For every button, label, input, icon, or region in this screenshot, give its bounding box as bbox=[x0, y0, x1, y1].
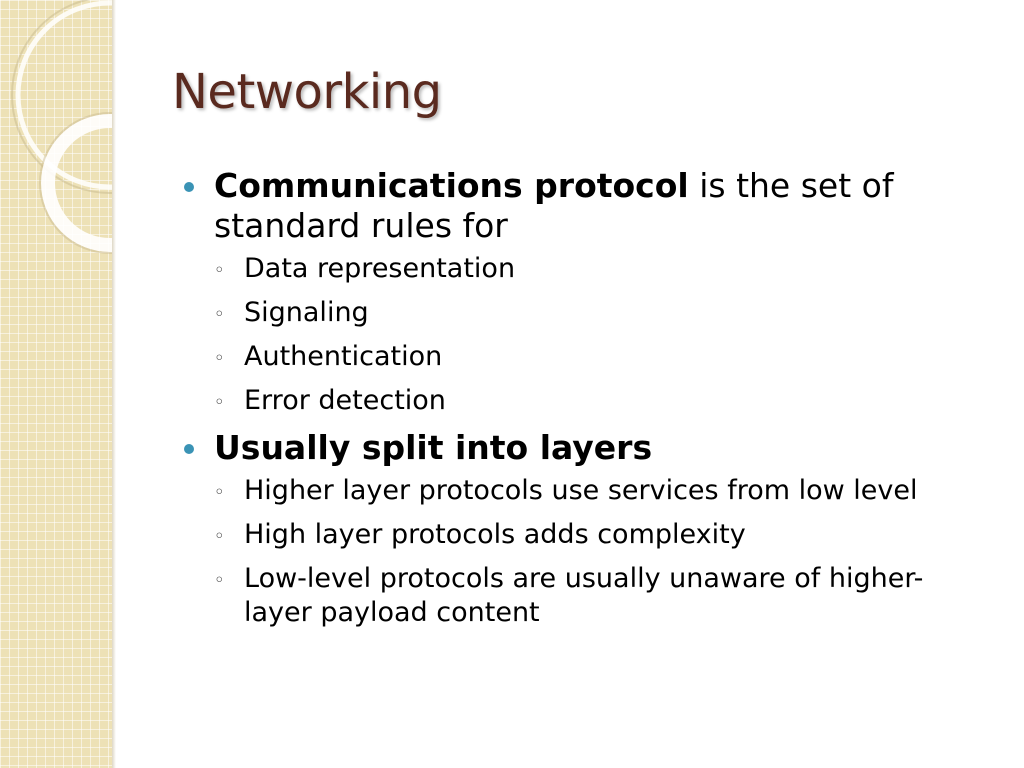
bullet-rest-text: is the set of standard rules for bbox=[214, 166, 894, 245]
bullet-bold-text: Communications protocol bbox=[214, 166, 689, 205]
sub-bullet-text: Authentication bbox=[244, 341, 443, 372]
sub-bullet-item: ◦ Higher layer protocols use services fr… bbox=[214, 474, 974, 508]
filled-circle-bullet-icon bbox=[184, 444, 194, 454]
sub-bullet-item: ◦ High layer protocols adds complexity bbox=[214, 518, 974, 552]
sub-bullet-text: Signaling bbox=[244, 297, 369, 328]
hollow-circle-bullet-icon: ◦ bbox=[214, 570, 225, 591]
sub-bullet-text: Error detection bbox=[244, 385, 446, 416]
sub-bullet-item: ◦ Authentication bbox=[214, 340, 974, 374]
sub-bullet-text: High layer protocols adds complexity bbox=[244, 519, 746, 550]
hollow-circle-bullet-icon: ◦ bbox=[214, 392, 225, 413]
sub-bullet-text: Data representation bbox=[244, 253, 516, 284]
filled-circle-bullet-icon bbox=[184, 182, 194, 192]
sub-bullet-item: ◦ Error detection bbox=[214, 384, 974, 418]
sub-bullet-list: ◦ Higher layer protocols use services fr… bbox=[184, 474, 974, 630]
slide-title: Networking bbox=[172, 64, 442, 120]
hollow-circle-bullet-icon: ◦ bbox=[214, 526, 225, 547]
bullet-bold-text: Usually split into layers bbox=[214, 428, 653, 467]
bullet-item: Usually split into layers bbox=[184, 428, 974, 468]
sub-bullet-text: Higher layer protocols use services from… bbox=[244, 475, 918, 506]
bullet-text: Usually split into layers bbox=[214, 428, 652, 467]
hollow-circle-bullet-icon: ◦ bbox=[214, 304, 225, 325]
sub-bullet-item: ◦ Signaling bbox=[214, 296, 974, 330]
slide-content: Communications protocol is the set of st… bbox=[184, 166, 974, 640]
bullet-item: Communications protocol is the set of st… bbox=[184, 166, 974, 246]
decorative-side-band bbox=[0, 0, 112, 768]
bullet-text: Communications protocol is the set of st… bbox=[214, 166, 893, 245]
hollow-circle-bullet-icon: ◦ bbox=[214, 348, 225, 369]
sub-bullet-text: Low-level protocols are usually unaware … bbox=[244, 563, 924, 628]
side-band-shadow bbox=[112, 0, 116, 768]
sub-bullet-list: ◦ Data representation ◦ Signaling ◦ Auth… bbox=[184, 252, 974, 418]
sub-bullet-item: ◦ Data representation bbox=[214, 252, 974, 286]
decorative-rings-graphic bbox=[11, 0, 112, 254]
hollow-circle-bullet-icon: ◦ bbox=[214, 260, 225, 281]
hollow-circle-bullet-icon: ◦ bbox=[214, 482, 225, 503]
sub-bullet-item: ◦ Low-level protocols are usually unawar… bbox=[214, 562, 974, 630]
